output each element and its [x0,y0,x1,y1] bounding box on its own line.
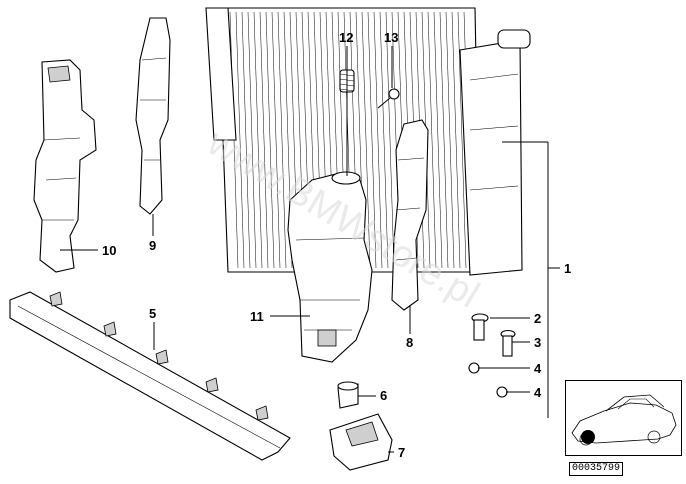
radiator-fin [265,11,275,269]
radiator-fin [433,11,443,269]
radiator-fin [457,11,467,269]
callout-1: 1 [564,261,571,276]
part-4-nut-a [468,362,480,374]
radiator-fin [379,11,389,269]
vehicle-locator-inset [565,380,682,456]
location-marker-icon [581,430,595,444]
callout-4a: 4 [534,361,542,376]
radiator-fin [253,11,263,269]
callout-3: 3 [534,335,541,350]
callout-9: 9 [149,238,156,253]
diagram-code: 00035799 [569,462,624,476]
radiator-fin [235,11,245,269]
callout-7: 7 [398,445,405,460]
part-7-holder [329,413,393,471]
radiator-fin [385,11,395,269]
callout-13: 13 [384,30,398,45]
callout-4b: 4 [534,385,542,400]
part-11-expansion-tank [287,171,373,363]
radiator-fin [439,11,449,269]
part-8-bracket [391,119,429,311]
radiator-fin [367,11,377,269]
leader-lines [60,46,560,453]
part-6-rubber-mount [337,381,359,409]
callout-6: 6 [380,388,387,403]
callout-5: 5 [149,306,156,321]
radiator-fin [427,11,437,269]
part-13-screw [377,88,400,109]
radiator-fin [373,11,383,269]
radiator-fin [277,11,287,269]
part-2-bolt [471,313,489,341]
radiator-fin [451,11,461,269]
car-outline-icon [571,394,677,446]
radiator-fin [445,11,455,269]
callout-12: 12 [339,30,353,45]
radiator-fin [361,11,371,269]
radiator-fin [259,11,269,269]
radiator-fin [271,11,281,269]
part-4-nut-b [496,386,508,398]
callout-8: 8 [406,335,413,350]
callout-2: 2 [534,311,541,326]
part-5-rail [9,291,291,461]
callouts: 1 2 3 4 4 5 6 7 8 9 10 11 12 13 [102,30,571,460]
part-3-bolt [500,329,516,357]
callout-11: 11 [250,309,264,324]
callout-10: 10 [102,243,116,258]
part-9-bracket [135,17,171,215]
part-10-bracket [33,59,97,273]
radiator-fin [247,11,257,269]
radiator-fin [241,11,251,269]
